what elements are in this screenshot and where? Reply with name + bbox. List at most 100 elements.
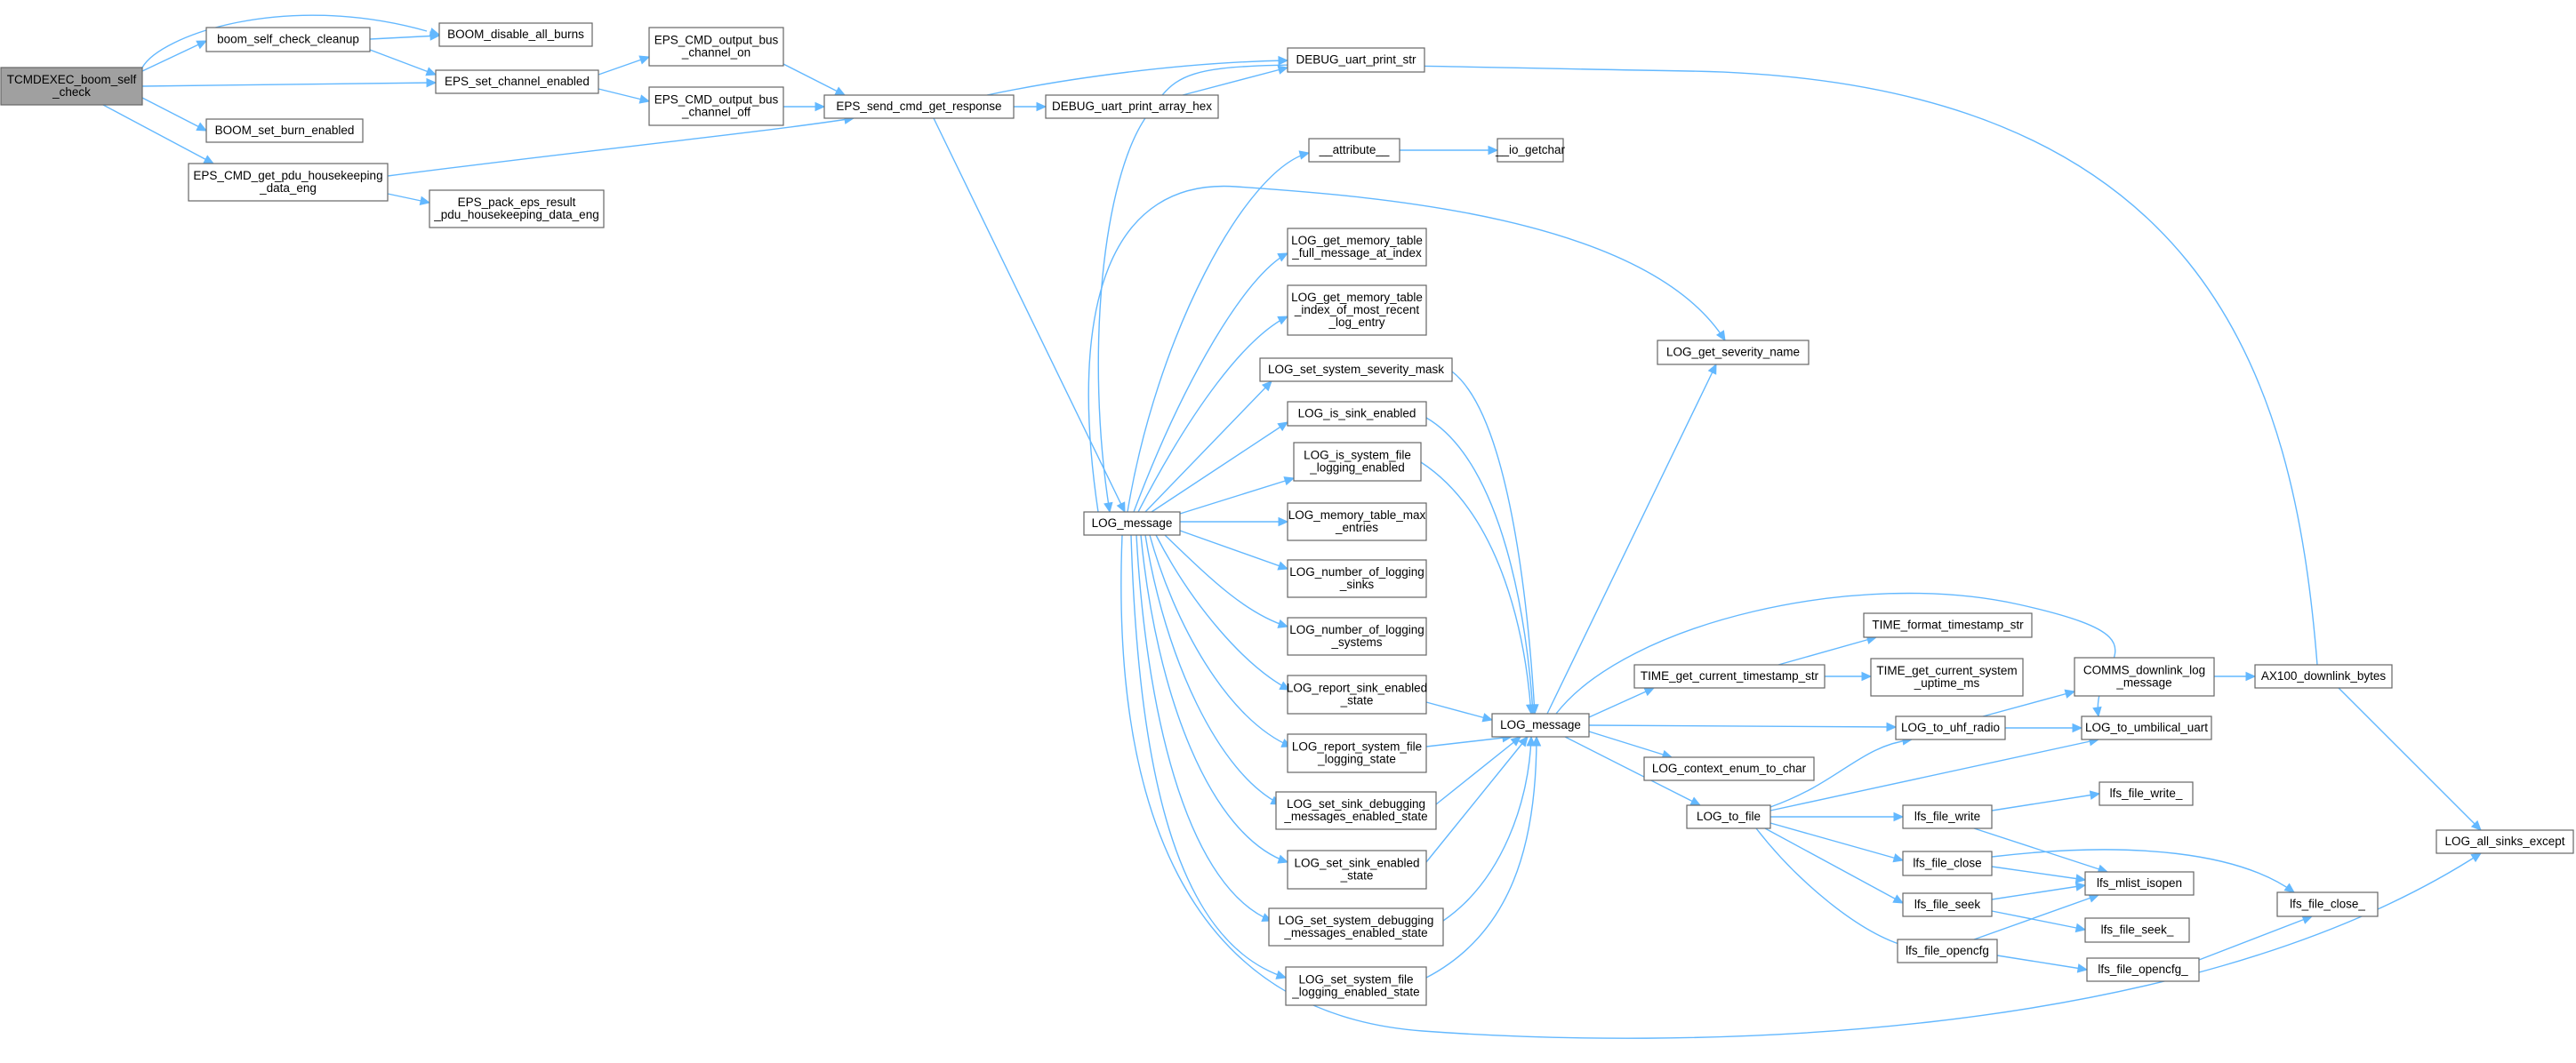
node-box[interactable] bbox=[205, 118, 364, 143]
node-log-mem-full[interactable]: LOG_get_memory_table_full_message_at_ind… bbox=[1287, 228, 1427, 267]
node-box[interactable] bbox=[1308, 138, 1400, 163]
node-log-mem-max[interactable]: LOG_memory_table_max_entries bbox=[1287, 502, 1427, 541]
node-box[interactable] bbox=[823, 94, 1015, 119]
node-log-to-uhf[interactable]: LOG_to_uhf_radio bbox=[1895, 715, 2006, 740]
node-time-fmt[interactable]: TIME_format_timestamp_str bbox=[1863, 612, 2033, 638]
node-box[interactable] bbox=[1287, 47, 1425, 73]
node-eps-pdu-housekeeping[interactable]: EPS_CMD_get_pdu_housekeeping_data_eng bbox=[188, 163, 389, 202]
node-box[interactable] bbox=[0, 67, 143, 106]
node-box[interactable] bbox=[1633, 664, 1826, 689]
node-box[interactable] bbox=[1275, 791, 1437, 830]
node-box[interactable] bbox=[1287, 401, 1427, 427]
node-time-uptime[interactable]: TIME_get_current_system_uptime_ms bbox=[1870, 658, 2024, 697]
node-box[interactable] bbox=[438, 22, 593, 47]
node-log-sink-enabled[interactable]: LOG_is_sink_enabled bbox=[1287, 401, 1427, 427]
node-lfs-seek[interactable]: lfs_file_seek bbox=[1902, 892, 1993, 917]
node-lfs-close[interactable]: lfs_file_close bbox=[1902, 851, 1993, 876]
node-eps-bus-on[interactable]: EPS_CMD_output_bus_channel_on bbox=[648, 27, 784, 67]
node-lfs-mlist[interactable]: lfs_mlist_isopen bbox=[2084, 871, 2195, 896]
node-attribute[interactable]: __attribute__ bbox=[1308, 138, 1400, 163]
node-box[interactable] bbox=[2436, 829, 2574, 854]
node-boom-disable[interactable]: BOOM_disable_all_burns bbox=[438, 22, 593, 47]
node-box[interactable] bbox=[1643, 756, 1815, 781]
node-log-message-2[interactable]: LOG_message bbox=[1491, 713, 1590, 738]
node-log-report-sysfile[interactable]: LOG_report_system_file_logging_state bbox=[1287, 733, 1427, 773]
node-comms-downlink[interactable]: COMMS_downlink_log_message bbox=[2074, 657, 2215, 697]
node-box[interactable] bbox=[1657, 340, 1810, 365]
node-log-num-sinks[interactable]: LOG_number_of_logging_sinks bbox=[1287, 559, 1427, 598]
node-box[interactable] bbox=[1491, 713, 1590, 738]
node-box[interactable] bbox=[1902, 804, 1993, 829]
node-log-to-file[interactable]: LOG_to_file bbox=[1686, 804, 1771, 829]
node-boom-set-burn[interactable]: BOOM_set_burn_enabled bbox=[205, 118, 364, 143]
node-debug-print-hex[interactable]: DEBUG_uart_print_array_hex bbox=[1045, 94, 1219, 119]
node-lfs-seek-[interactable]: lfs_file_seek_ bbox=[2084, 917, 2190, 943]
node-box[interactable] bbox=[2099, 781, 2194, 806]
node-box[interactable] bbox=[1897, 939, 1998, 963]
node-box[interactable] bbox=[1285, 966, 1427, 1006]
node-box[interactable] bbox=[2254, 664, 2393, 689]
node-box[interactable] bbox=[429, 189, 605, 228]
node-lfs-write-[interactable]: lfs_file_write_ bbox=[2099, 781, 2194, 806]
node-box[interactable] bbox=[1045, 94, 1219, 119]
node-log-message-1[interactable]: LOG_message bbox=[1083, 511, 1181, 536]
node-eps-set-channel[interactable]: EPS_set_channel_enabled bbox=[435, 69, 599, 94]
node-box[interactable] bbox=[1259, 357, 1453, 382]
node-box[interactable] bbox=[1497, 138, 1564, 163]
node-box[interactable] bbox=[435, 69, 599, 94]
node-log-ctx-enum[interactable]: LOG_context_enum_to_char bbox=[1643, 756, 1815, 781]
node-log-num-systems[interactable]: LOG_number_of_logging_systems bbox=[1287, 617, 1427, 656]
node-io-getchar[interactable]: __io_getchar bbox=[1495, 138, 1566, 163]
node-eps-bus-off[interactable]: EPS_CMD_output_bus_channel_off bbox=[648, 86, 784, 126]
node-box[interactable] bbox=[1287, 617, 1427, 656]
node-log-set-sink-enabled[interactable]: LOG_set_sink_enabled_state bbox=[1287, 850, 1427, 890]
node-box[interactable] bbox=[2084, 917, 2190, 943]
node-box[interactable] bbox=[2081, 715, 2212, 740]
node-lfs-opencfg[interactable]: lfs_file_opencfg bbox=[1897, 939, 1998, 963]
node-log-set-sink-debug[interactable]: LOG_set_sink_debugging_messages_enabled_… bbox=[1275, 791, 1437, 830]
node-ax100[interactable]: AX100_downlink_bytes bbox=[2254, 664, 2393, 689]
node-lfs-write[interactable]: lfs_file_write bbox=[1902, 804, 1993, 829]
node-log-sev-mask[interactable]: LOG_set_system_severity_mask bbox=[1259, 357, 1453, 382]
node-log-all-sinks[interactable]: LOG_all_sinks_except bbox=[2436, 829, 2574, 854]
node-box[interactable] bbox=[1287, 733, 1427, 773]
node-root[interactable]: TCMDEXEC_boom_self_check bbox=[0, 67, 143, 106]
node-lfs-close-[interactable]: lfs_file_close_ bbox=[2276, 891, 2379, 917]
node-box[interactable] bbox=[1287, 502, 1427, 541]
node-box[interactable] bbox=[1287, 675, 1427, 715]
node-log-set-sys-debug[interactable]: LOG_set_system_debugging_messages_enable… bbox=[1268, 907, 1444, 947]
node-box[interactable] bbox=[2086, 957, 2200, 982]
node-box[interactable] bbox=[2276, 891, 2379, 917]
node-box[interactable] bbox=[1287, 228, 1427, 267]
node-lfs-opencfg-[interactable]: lfs_file_opencfg_ bbox=[2086, 957, 2200, 982]
node-box[interactable] bbox=[1686, 804, 1771, 829]
node-box[interactable] bbox=[1895, 715, 2006, 740]
node-box[interactable] bbox=[1863, 612, 2033, 638]
node-box[interactable] bbox=[188, 163, 389, 202]
node-box[interactable] bbox=[1902, 851, 1993, 876]
node-box[interactable] bbox=[1293, 442, 1422, 482]
node-box[interactable] bbox=[1287, 559, 1427, 598]
node-time-cur-ts[interactable]: TIME_get_current_timestamp_str bbox=[1633, 664, 1826, 689]
node-box[interactable] bbox=[1083, 511, 1181, 536]
node-log-set-sys-file[interactable]: LOG_set_system_file_logging_enabled_stat… bbox=[1285, 966, 1427, 1006]
node-box[interactable] bbox=[648, 86, 784, 126]
node-boom-cleanup[interactable]: boom_self_check_cleanup bbox=[205, 27, 371, 52]
node-log-report-sink[interactable]: LOG_report_sink_enabled_state bbox=[1287, 675, 1427, 715]
node-log-sev-name[interactable]: LOG_get_severity_name bbox=[1657, 340, 1810, 365]
node-box[interactable] bbox=[648, 27, 784, 67]
node-log-mem-recent[interactable]: LOG_get_memory_table_index_of_most_recen… bbox=[1287, 284, 1427, 336]
node-box[interactable] bbox=[1870, 658, 2024, 697]
node-eps-send[interactable]: EPS_send_cmd_get_response bbox=[823, 94, 1015, 119]
node-box[interactable] bbox=[1268, 907, 1444, 947]
node-debug-print-str[interactable]: DEBUG_uart_print_str bbox=[1287, 47, 1425, 73]
node-box[interactable] bbox=[205, 27, 371, 52]
node-eps-pack[interactable]: EPS_pack_eps_result_pdu_housekeeping_dat… bbox=[429, 189, 605, 228]
node-box[interactable] bbox=[1902, 892, 1993, 917]
node-log-sysfile-enabled[interactable]: LOG_is_system_file_logging_enabled bbox=[1293, 442, 1422, 482]
node-box[interactable] bbox=[2074, 657, 2215, 697]
node-box[interactable] bbox=[1287, 850, 1427, 890]
node-box[interactable] bbox=[1287, 284, 1427, 336]
node-box[interactable] bbox=[2084, 871, 2195, 896]
node-log-to-umb[interactable]: LOG_to_umbilical_uart bbox=[2081, 715, 2212, 740]
